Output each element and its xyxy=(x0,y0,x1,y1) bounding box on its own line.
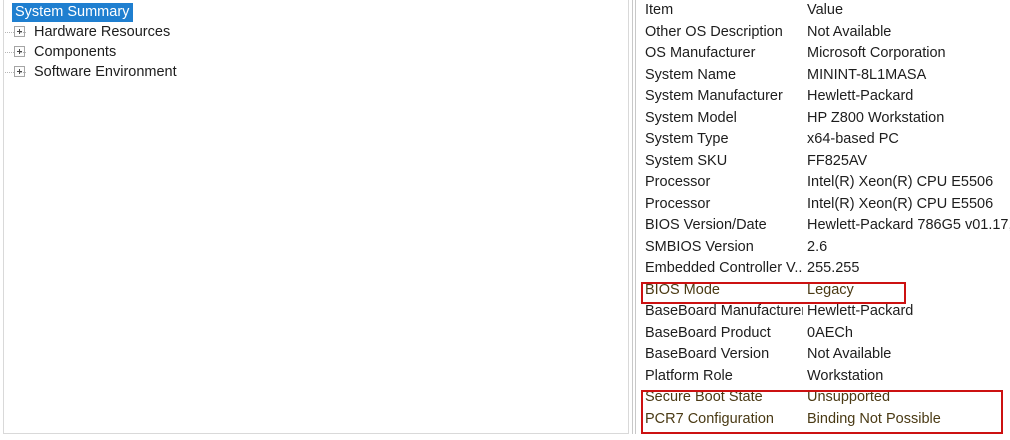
details-row-value: Not Available xyxy=(807,23,892,40)
details-row-value: Intel(R) Xeon(R) CPU E5506 xyxy=(807,195,994,212)
details-row-item: BaseBoard Product xyxy=(645,324,771,341)
details-row-value: Microsoft Corporation xyxy=(807,45,946,61)
expand-plus-icon[interactable] xyxy=(14,65,25,77)
details-row-item: PCR7 Configuration xyxy=(645,410,774,427)
details-row[interactable]: Processor Intel(R) Xeon(R) CPU E5506 xyxy=(638,172,1010,194)
details-row-value: Hewlett-Packard 786G5 v01.17, 8/ xyxy=(807,217,1010,233)
details-row-item: Secure Boot State xyxy=(645,389,763,405)
details-row-value: Legacy xyxy=(807,281,854,298)
details-row-item: BIOS Version/Date xyxy=(645,217,767,233)
details-row-value: 2.6 xyxy=(807,238,828,255)
details-header-row: Item Value xyxy=(638,0,1010,22)
details-row-item: Processor xyxy=(645,195,711,212)
details-row[interactable]: BIOS Mode Legacy xyxy=(638,280,1010,302)
details-row[interactable]: SMBIOS Version 2.6 xyxy=(638,237,1010,259)
details-row[interactable]: PCR7 Configuration Binding Not Possible xyxy=(638,409,1010,431)
details-row[interactable]: Processor Intel(R) Xeon(R) CPU E5506 xyxy=(638,194,1010,216)
nav-item-label: System Summary xyxy=(12,2,134,22)
nav-item-label: Software Environment xyxy=(34,63,177,80)
details-row-value: HP Z800 Workstation xyxy=(807,109,945,126)
details-row-item: BaseBoard Manufacturer xyxy=(645,303,803,319)
details-row[interactable]: OS Manufacturer Microsoft Corporation xyxy=(638,43,1010,65)
details-row-item: System Name xyxy=(645,66,737,83)
details-row-value: Unsupported xyxy=(807,389,891,405)
details-row-value: Hewlett-Packard xyxy=(807,88,914,104)
column-header-value[interactable]: Value xyxy=(807,2,844,18)
nav-item-system-summary[interactable]: System Summary xyxy=(4,2,628,22)
details-row-value: Not Available xyxy=(807,346,892,362)
details-row-item: Platform Role xyxy=(645,367,733,384)
details-row-value: x64-based PC xyxy=(807,131,899,147)
details-row[interactable]: System Model HP Z800 Workstation xyxy=(638,108,1010,130)
details-row-value: FF825AV xyxy=(807,152,868,169)
details-row-item: OS Manufacturer xyxy=(645,45,756,61)
details-row[interactable]: Platform Role Workstation xyxy=(638,366,1010,388)
details-row[interactable]: System SKU FF825AV xyxy=(638,151,1010,173)
details-row-value: Intel(R) Xeon(R) CPU E5506 xyxy=(807,174,994,190)
details-row-value: MININT-8L1MASA xyxy=(807,66,927,83)
splitter-line-right xyxy=(635,0,636,434)
details-row-value: 255.255 xyxy=(807,260,860,276)
column-header-item[interactable]: Item xyxy=(645,2,674,18)
details-row-item: System SKU xyxy=(645,152,728,169)
details-row[interactable]: Secure Boot State Unsupported xyxy=(638,387,1010,409)
details-row[interactable]: System Name MININT-8L1MASA xyxy=(638,65,1010,87)
details-row[interactable]: BaseBoard Product 0AECh xyxy=(638,323,1010,345)
nav-item-components[interactable]: Components xyxy=(4,42,628,62)
details-row-item: BIOS Mode xyxy=(645,281,720,298)
details-row[interactable]: BIOS Version/Date Hewlett-Packard 786G5 v… xyxy=(638,215,1010,237)
details-row[interactable]: System Type x64-based PC xyxy=(638,129,1010,151)
splitter-line-left xyxy=(632,0,633,434)
details-row-item: System Manufacturer xyxy=(645,88,783,104)
details-row-item: BaseBoard Version xyxy=(645,346,770,362)
details-row-item: System Model xyxy=(645,109,737,126)
details-row-item: Other OS Description xyxy=(645,23,783,40)
expand-plus-icon[interactable] xyxy=(14,45,25,57)
nav-item-label: Components xyxy=(34,43,117,60)
details-row-item: System Type xyxy=(645,131,729,147)
details-row-value: Binding Not Possible xyxy=(807,410,941,427)
details-row[interactable]: BaseBoard Version Not Available xyxy=(638,344,1010,366)
details-row[interactable]: Other OS Description Not Available xyxy=(638,22,1010,44)
expand-plus-icon[interactable] xyxy=(14,25,25,37)
details-row-value: Hewlett-Packard xyxy=(807,303,914,319)
details-row-item: SMBIOS Version xyxy=(645,238,754,255)
details-row-item: Processor xyxy=(645,174,711,190)
nav-item-label: Hardware Resources xyxy=(34,23,171,40)
details-row-value: 0AECh xyxy=(807,324,853,341)
details-row[interactable]: System Manufacturer Hewlett-Packard xyxy=(638,86,1010,108)
nav-item-hardware-resources[interactable]: Hardware Resources xyxy=(4,22,628,42)
details-row-value: Workstation xyxy=(807,367,884,384)
details-row-item: Embedded Controller V... xyxy=(645,260,803,276)
details-row[interactable]: Embedded Controller V...255.255 xyxy=(638,258,1010,280)
nav-item-software-environment[interactable]: Software Environment xyxy=(4,62,628,82)
pane-splitter[interactable] xyxy=(630,0,638,434)
